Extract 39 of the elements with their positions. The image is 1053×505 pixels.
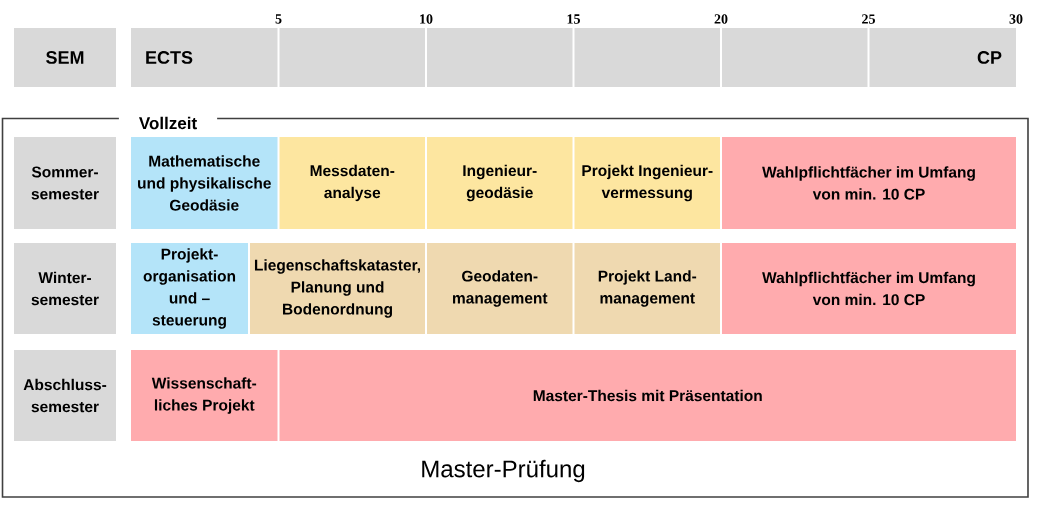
module-box: Mathematische und physikalische Geodäsie	[131, 137, 278, 229]
scale-number: 25	[862, 14, 875, 24]
node-label: Ingenieur- geodäsie	[463, 164, 537, 202]
module-box: Messdaten- analyse	[279, 137, 425, 229]
scale-number: 5	[275, 14, 282, 24]
semester-box: Sommer- semester	[14, 137, 116, 229]
module-box: Projekt Land- management	[574, 243, 720, 334]
scale-number: 15	[567, 14, 580, 24]
node-label: Messdaten- analyse	[310, 164, 395, 202]
node-label: Geodaten- management	[452, 270, 548, 307]
header-box	[574, 28, 720, 87]
semester-box: Winter- semester	[14, 243, 116, 334]
module-box: Liegenschaftskataster, Planung und Bodenordnung	[250, 243, 425, 334]
header-box: CP	[869, 28, 1016, 87]
module-box: Geodaten- management	[427, 243, 573, 334]
header-box	[722, 28, 868, 87]
module-box: Projekt Ingenieur- vermessung	[574, 137, 720, 229]
node-label: Master-Thesis mit Präsentation	[533, 389, 762, 402]
module-box: Wahlpflichtfächer im Umfang von min. 10 CP	[722, 243, 1016, 334]
node-label: ECTS	[146, 51, 193, 64]
node-label: Liegenschaftskataster, Planung und Bodenordnung	[254, 259, 421, 318]
node-label: Wissenschaft- liches Projekt	[151, 377, 257, 414]
semester-box: Abschluss- semester	[14, 350, 116, 441]
module-box: Wahlpflichtfächer im Umfang von min. 10 CP	[722, 137, 1016, 229]
scale-number: 30	[1009, 14, 1023, 24]
node-label: CP	[977, 51, 1002, 64]
frame-heading: Vollzeit	[118, 114, 218, 132]
header-box	[427, 28, 573, 87]
module-box: Wissenschaft- liches Projekt	[131, 350, 278, 441]
header-box: ECTS	[131, 28, 278, 87]
module-box: Ingenieur- geodäsie	[427, 137, 573, 229]
node-label: Projekt Land- management	[598, 270, 697, 307]
header-box	[279, 28, 425, 87]
frame-caption: Master-Prüfung	[422, 459, 585, 483]
scale-number: 10	[420, 14, 433, 24]
module-box: Projekt- organisation und – steuerung	[131, 243, 248, 334]
scale-number: 20	[714, 14, 728, 24]
node-label: Projekt Ingenieur- vermessung	[582, 164, 713, 202]
header-box: SEM	[14, 28, 116, 87]
